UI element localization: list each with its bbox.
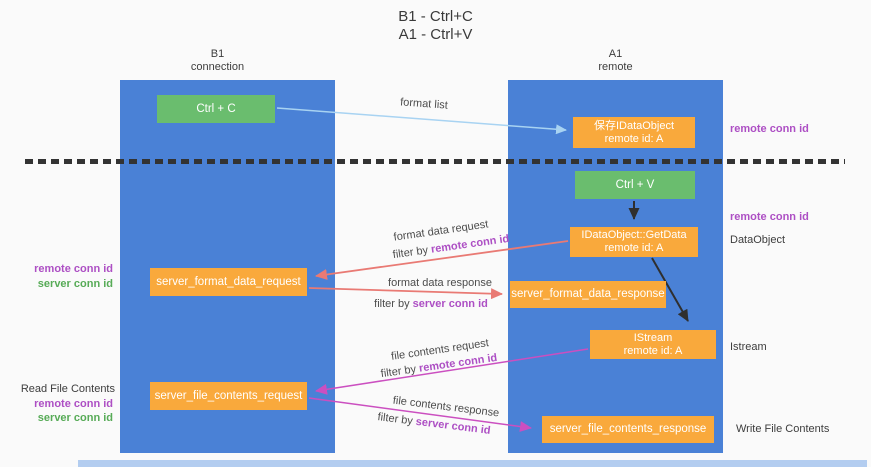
annotation-server-conn-id-left-bottom: server conn id [37, 412, 113, 424]
box-server-format-data-request-label: server_format_data_request [156, 275, 301, 288]
box-save-idataobject-line1: 保存IDataObject [593, 119, 675, 132]
box-ctrl-v-label: Ctrl + V [615, 178, 655, 191]
annotation-remote-conn-id-right-mid: remote conn id [730, 211, 809, 223]
lane-b1-subtitle: connection [190, 61, 245, 73]
annotation-read-file-contents: Read File Contents [20, 383, 115, 395]
annotation-remote-conn-id-left-bottom: remote conn id [34, 398, 113, 410]
diagram-title: B1 - Ctrl+C A1 - Ctrl+V [0, 8, 871, 44]
dashed-separator-line [25, 159, 845, 164]
title-line-1: B1 - Ctrl+C [398, 8, 473, 25]
filter-prefix-4: filter by [376, 411, 417, 428]
filter-key-server-conn-id-1: server conn id [412, 298, 488, 310]
box-istream-line1: IStream [633, 331, 673, 344]
box-ctrl-v: Ctrl + V [575, 171, 695, 199]
label-filter-by-server-conn-id-1: filter by server conn id [374, 298, 488, 310]
box-server-file-contents-request-label: server_file_contents_request [154, 389, 303, 402]
lane-b1-title: B1 [210, 48, 225, 60]
label-format-list: format list [399, 96, 449, 112]
horizontal-scrollbar[interactable] [78, 460, 867, 467]
annotation-write-file-contents: Write File Contents [736, 423, 830, 435]
box-server-file-contents-response-label: server_file_contents_response [549, 423, 707, 435]
box-server-format-data-response-label: server_format_data_response [511, 288, 665, 300]
box-server-format-data-request: server_format_data_request [150, 268, 307, 296]
filter-prefix-1: filter by [392, 243, 432, 262]
box-idataobject-getdata: IDataObject::GetData remote id: A [570, 227, 698, 257]
filter-prefix-2: filter by [374, 298, 413, 310]
annotation-remote-conn-id-left-top: remote conn id [34, 263, 113, 275]
lane-a1-title: A1 [608, 48, 623, 60]
box-server-file-contents-request: server_file_contents_request [150, 382, 307, 410]
title-line-2: A1 - Ctrl+V [398, 26, 473, 43]
box-idataobject-getdata-line1: IDataObject::GetData [581, 229, 687, 241]
annotation-dataobject: DataObject [730, 234, 786, 246]
lane-a1-subtitle: remote [598, 61, 633, 73]
box-istream: IStream remote id: A [590, 330, 716, 359]
box-save-idataobject-line2: remote id: A [604, 132, 664, 145]
box-server-file-contents-response: server_file_contents_response [542, 416, 714, 443]
box-ctrl-c: Ctrl + C [157, 95, 275, 123]
box-save-idataobject: 保存IDataObject remote id: A [573, 117, 695, 148]
box-idataobject-getdata-line2: remote id: A [604, 242, 664, 254]
lane-header-b1: B1 connection [120, 48, 315, 74]
annotation-istream: Istream [730, 341, 767, 353]
filter-key-server-conn-id-2: server conn id [415, 415, 492, 437]
box-ctrl-c-label: Ctrl + C [196, 102, 236, 115]
label-format-data-response: format data response [388, 277, 492, 289]
lane-header-a1: A1 remote [508, 48, 723, 74]
box-istream-line2: remote id: A [623, 344, 683, 357]
annotation-server-conn-id-left-top: server conn id [37, 278, 113, 290]
annotation-remote-conn-id-right-top: remote conn id [730, 123, 809, 135]
box-server-format-data-response: server_format_data_response [510, 281, 666, 308]
filter-prefix-3: filter by [380, 362, 420, 381]
